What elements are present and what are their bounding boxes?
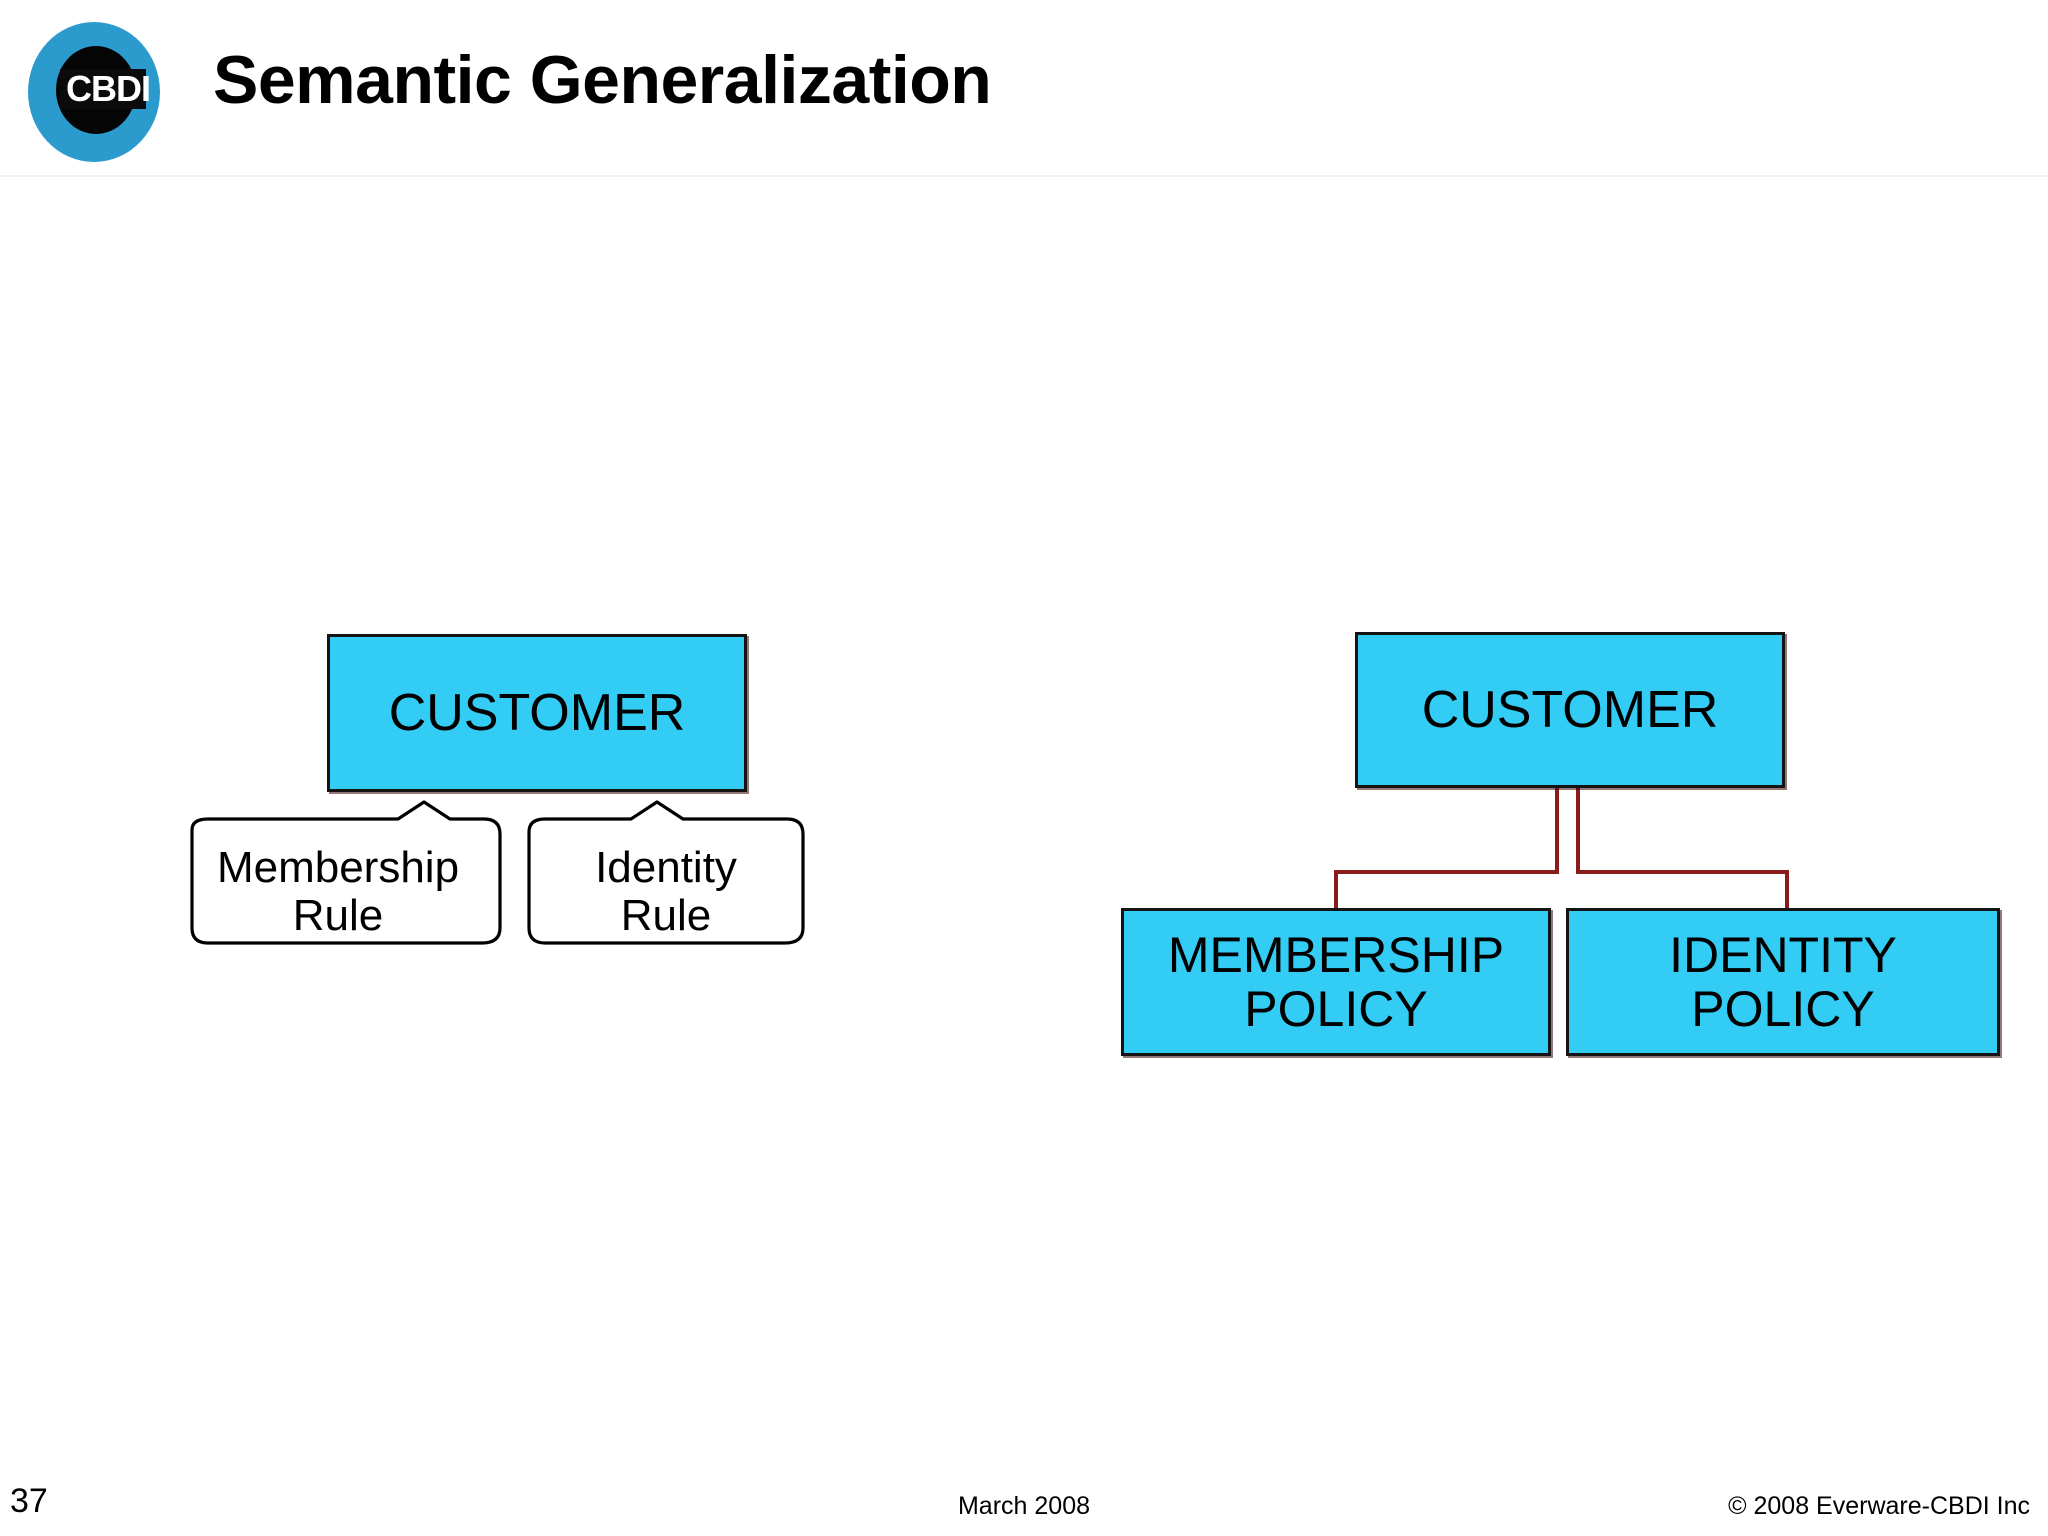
page-title: Semantic Generalization: [213, 42, 992, 118]
slide-header: CBDI Semantic Generalization: [0, 0, 2048, 177]
entity-box-membership-policy[interactable]: MEMBERSHIP POLICY: [1121, 908, 1551, 1056]
entity-label-line2: POLICY: [1691, 981, 1875, 1037]
page-number: 37: [10, 1482, 48, 1520]
entity-box-identity-policy[interactable]: IDENTITY POLICY: [1566, 908, 2000, 1056]
entity-label-line1: MEMBERSHIP: [1167, 927, 1505, 983]
entity-label: CUSTOMER: [388, 683, 686, 742]
callout-identity-rule[interactable]: Identity Rule: [521, 800, 811, 948]
entity-label-line1: IDENTITY: [1669, 927, 1897, 983]
entity-label: CUSTOMER: [1421, 680, 1719, 739]
footer-copyright: © 2008 Everware-CBDI Inc: [1728, 1492, 2030, 1520]
svg-text:CBDI: CBDI: [66, 68, 150, 109]
entity-label: MEMBERSHIP POLICY: [1168, 928, 1504, 1036]
callout-membership-rule[interactable]: Membership Rule: [168, 800, 508, 948]
slide-footer: 37 March 2008 © 2008 Everware-CBDI Inc: [0, 1470, 2048, 1536]
entity-box-customer-left[interactable]: CUSTOMER: [327, 634, 747, 792]
entity-box-customer-right[interactable]: CUSTOMER: [1355, 632, 1785, 788]
cbdi-logo: CBDI: [16, 16, 172, 168]
entity-label: IDENTITY POLICY: [1669, 928, 1897, 1036]
footer-date: March 2008: [957, 1492, 1091, 1520]
entity-label-line2: POLICY: [1244, 981, 1428, 1037]
header-divider: [0, 175, 2048, 177]
